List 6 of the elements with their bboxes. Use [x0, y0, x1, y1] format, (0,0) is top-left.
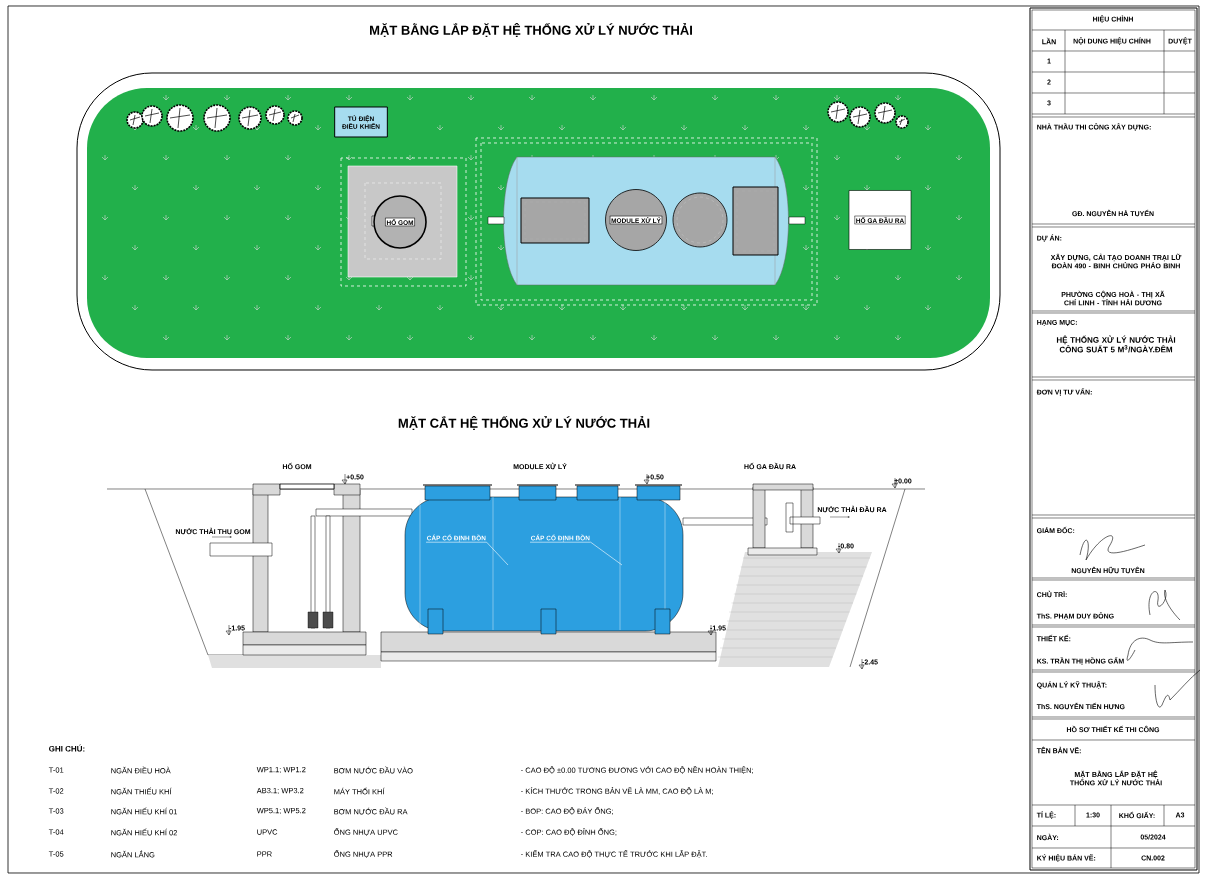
leader-line — [529, 541, 623, 566]
drawing-title: MẶT BẰNG LẮP ĐẶT HỆ THỐNG XỬ LÝ NƯỚC THẢI — [370, 23, 692, 37]
notes-heading: GHI CHÚ: — [49, 744, 85, 752]
item-name: HỆ THỐNG XỬ LÝ NƯỚC THẢI CÔNG SUẤT 5 M$^{3}$/NGÀY.ĐÊM — [1056, 335, 1176, 353]
section-title: MẶT CẮT HỆ THỐNG XỬ LÝ NƯỚC THẢI — [398, 416, 650, 430]
leader-line — [425, 541, 509, 566]
